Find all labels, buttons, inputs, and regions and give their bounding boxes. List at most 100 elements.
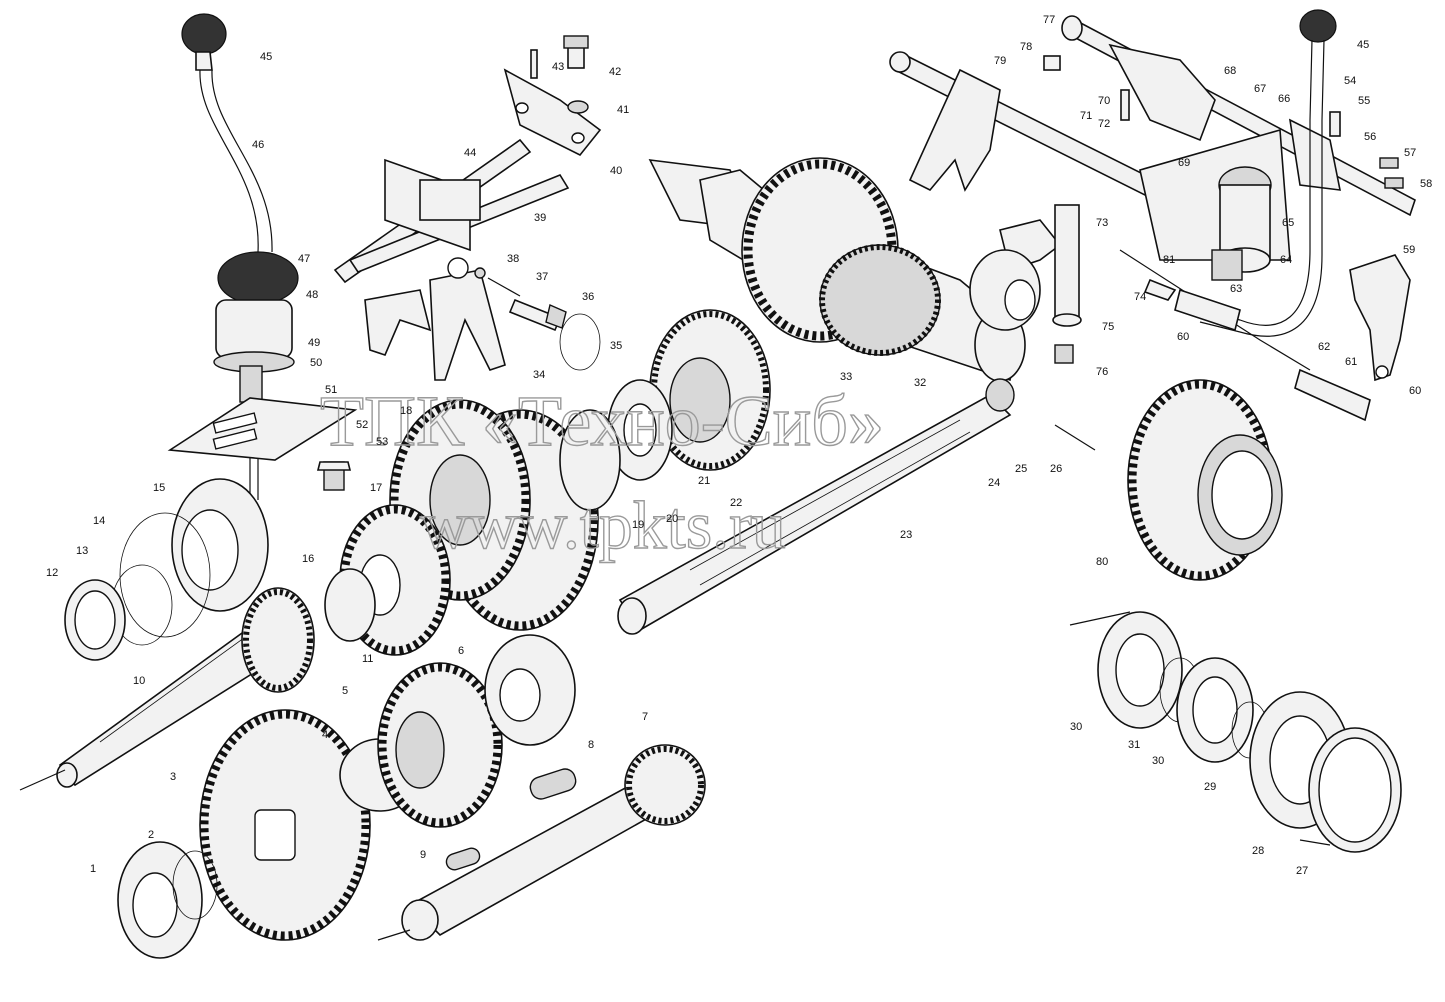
part-label: 72: [1098, 118, 1110, 130]
part-label: 81: [1163, 254, 1175, 266]
part-number-labels: 1 2 3 4 5 6 7 8 9 10 11 12 13 14 15 16 1…: [46, 14, 1432, 877]
part-label: 53: [376, 436, 388, 448]
part-label: 1: [90, 863, 96, 875]
part-label: 44: [464, 147, 476, 159]
part-label: 43: [552, 61, 564, 73]
part-label: 63: [1230, 283, 1242, 295]
part-label: 41: [617, 104, 629, 116]
part-label: 70: [1098, 95, 1110, 107]
part-label: 19: [632, 519, 644, 531]
part-label: 35: [610, 340, 622, 352]
part-label: 32: [914, 377, 926, 389]
part-label: 42: [609, 66, 621, 78]
part-label: 3: [170, 771, 176, 783]
part-label: 7: [642, 711, 648, 723]
part-label: 55: [1358, 95, 1370, 107]
part-label: 74: [1134, 291, 1146, 303]
part-label: 27: [1296, 865, 1308, 877]
part-label: 2: [148, 829, 154, 841]
gear-lever-assembly: [167, 13, 358, 500]
part-label: 11: [362, 653, 373, 665]
part-label: 29: [1204, 781, 1216, 793]
part-label: 73: [1096, 217, 1108, 229]
part-label: 75: [1102, 321, 1114, 333]
part-label: 48: [306, 289, 318, 301]
part-label: 37: [536, 271, 548, 283]
part-label: 61: [1345, 356, 1357, 368]
part-label: 17: [370, 482, 382, 494]
shaft-10-assembly: [56, 478, 376, 788]
part-label: 52: [356, 419, 368, 431]
bevel-pinion-shaft: [648, 157, 1026, 382]
part-label: 39: [534, 212, 546, 224]
part-label: 58: [1420, 178, 1432, 190]
part-label: 6: [458, 645, 464, 657]
main-shaft-23: [617, 378, 1096, 635]
part-label: 28: [1252, 845, 1264, 857]
part-label: 10: [133, 675, 145, 687]
part-label: 30: [1070, 721, 1082, 733]
part-label: 20: [666, 513, 678, 525]
part-label: 22: [730, 497, 742, 509]
part-label: 31: [1128, 739, 1140, 751]
part-label: 80: [1096, 556, 1108, 568]
part-label: 12: [46, 567, 58, 579]
part-label: 56: [1364, 131, 1376, 143]
part-label: 51: [325, 384, 337, 396]
part-label: 16: [302, 553, 314, 565]
selector-mechanism-right: [889, 9, 1416, 422]
shift-forks-assembly: [333, 35, 602, 381]
part-label: 4: [322, 729, 328, 741]
part-label: 38: [507, 253, 519, 265]
part-label: 15: [153, 482, 165, 494]
part-label: 79: [994, 55, 1006, 67]
part-label: 25: [1015, 463, 1027, 475]
part-label: 36: [582, 291, 594, 303]
part-label: 50: [310, 357, 322, 369]
gear-21-bearing-20: [607, 309, 771, 481]
part-label: 45: [260, 51, 272, 63]
part-label: 46: [252, 139, 264, 151]
lower-gear-assembly: [19, 634, 706, 959]
part-label: 45: [1357, 39, 1369, 51]
part-label: 60: [1409, 385, 1421, 397]
part-label: 54: [1344, 75, 1356, 87]
gear-cluster-17-19: [339, 399, 621, 656]
gear-80: [1127, 379, 1283, 581]
part-label: 69: [1178, 157, 1190, 169]
part-label: 26: [1050, 463, 1062, 475]
part-label: 18: [400, 405, 412, 417]
part-label: 57: [1404, 147, 1416, 159]
part-label: 33: [840, 371, 852, 383]
part-label: 68: [1224, 65, 1236, 77]
part-label: 34: [533, 369, 545, 381]
part-label: 59: [1403, 244, 1415, 256]
bearings-27-31: [1069, 611, 1402, 853]
part-label: 67: [1254, 83, 1266, 95]
part-label: 47: [298, 253, 310, 265]
part-label: 23: [900, 529, 912, 541]
part-label: 24: [988, 477, 1000, 489]
part-label: 14: [93, 515, 105, 527]
part-label: 66: [1278, 93, 1290, 105]
part-label: 13: [76, 545, 88, 557]
part-label: 62: [1318, 341, 1330, 353]
part-label: 65: [1282, 217, 1294, 229]
part-label: 78: [1020, 41, 1032, 53]
watermark-url: www.tpkts.ru: [420, 487, 786, 563]
part-label: 60: [1177, 331, 1189, 343]
part-label: 64: [1280, 254, 1292, 266]
part-label: 77: [1043, 14, 1055, 26]
part-label: 49: [308, 337, 320, 349]
watermark-company: ТПК «Техно-Сиб»: [320, 381, 884, 461]
part-label: 30: [1152, 755, 1164, 767]
part-label: 5: [342, 685, 348, 697]
part-label: 21: [698, 475, 710, 487]
part-label: 76: [1096, 366, 1108, 378]
part-label: 71: [1080, 110, 1092, 122]
part-label: 9: [420, 849, 426, 861]
part-label: 40: [610, 165, 622, 177]
part-label: 8: [588, 739, 594, 751]
